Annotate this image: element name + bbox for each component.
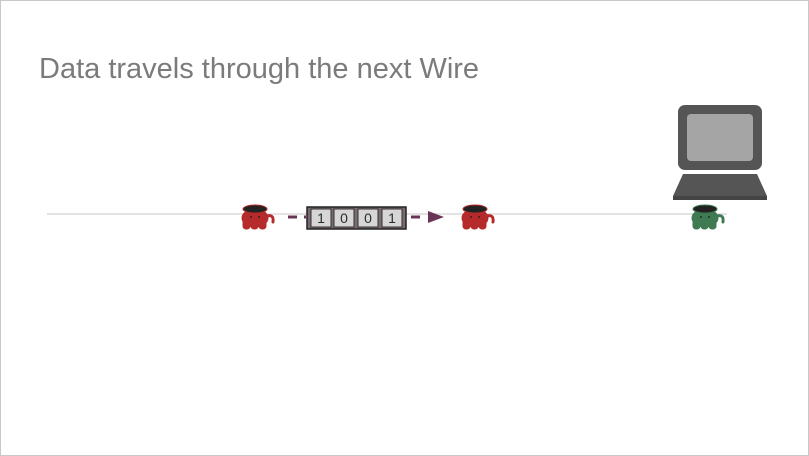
slide-title: Data travels through the next Wire <box>39 53 480 85</box>
arrowhead-icon <box>428 211 444 223</box>
bit-cell: 0 <box>357 208 379 228</box>
laptop-computer-icon <box>673 105 767 200</box>
host-creature-icon <box>690 203 725 231</box>
bit-label: 0 <box>340 210 348 226</box>
router-creature-icon <box>460 203 495 231</box>
bit-label: 1 <box>317 210 325 226</box>
bit-label: 0 <box>364 210 372 226</box>
data-packet: 1 0 0 1 <box>306 206 407 230</box>
bit-cell: 1 <box>381 208 403 228</box>
bit-label: 1 <box>388 210 396 226</box>
bit-cell: 0 <box>333 208 355 228</box>
bit-cell: 1 <box>310 208 332 228</box>
router-creature-icon <box>240 203 275 231</box>
